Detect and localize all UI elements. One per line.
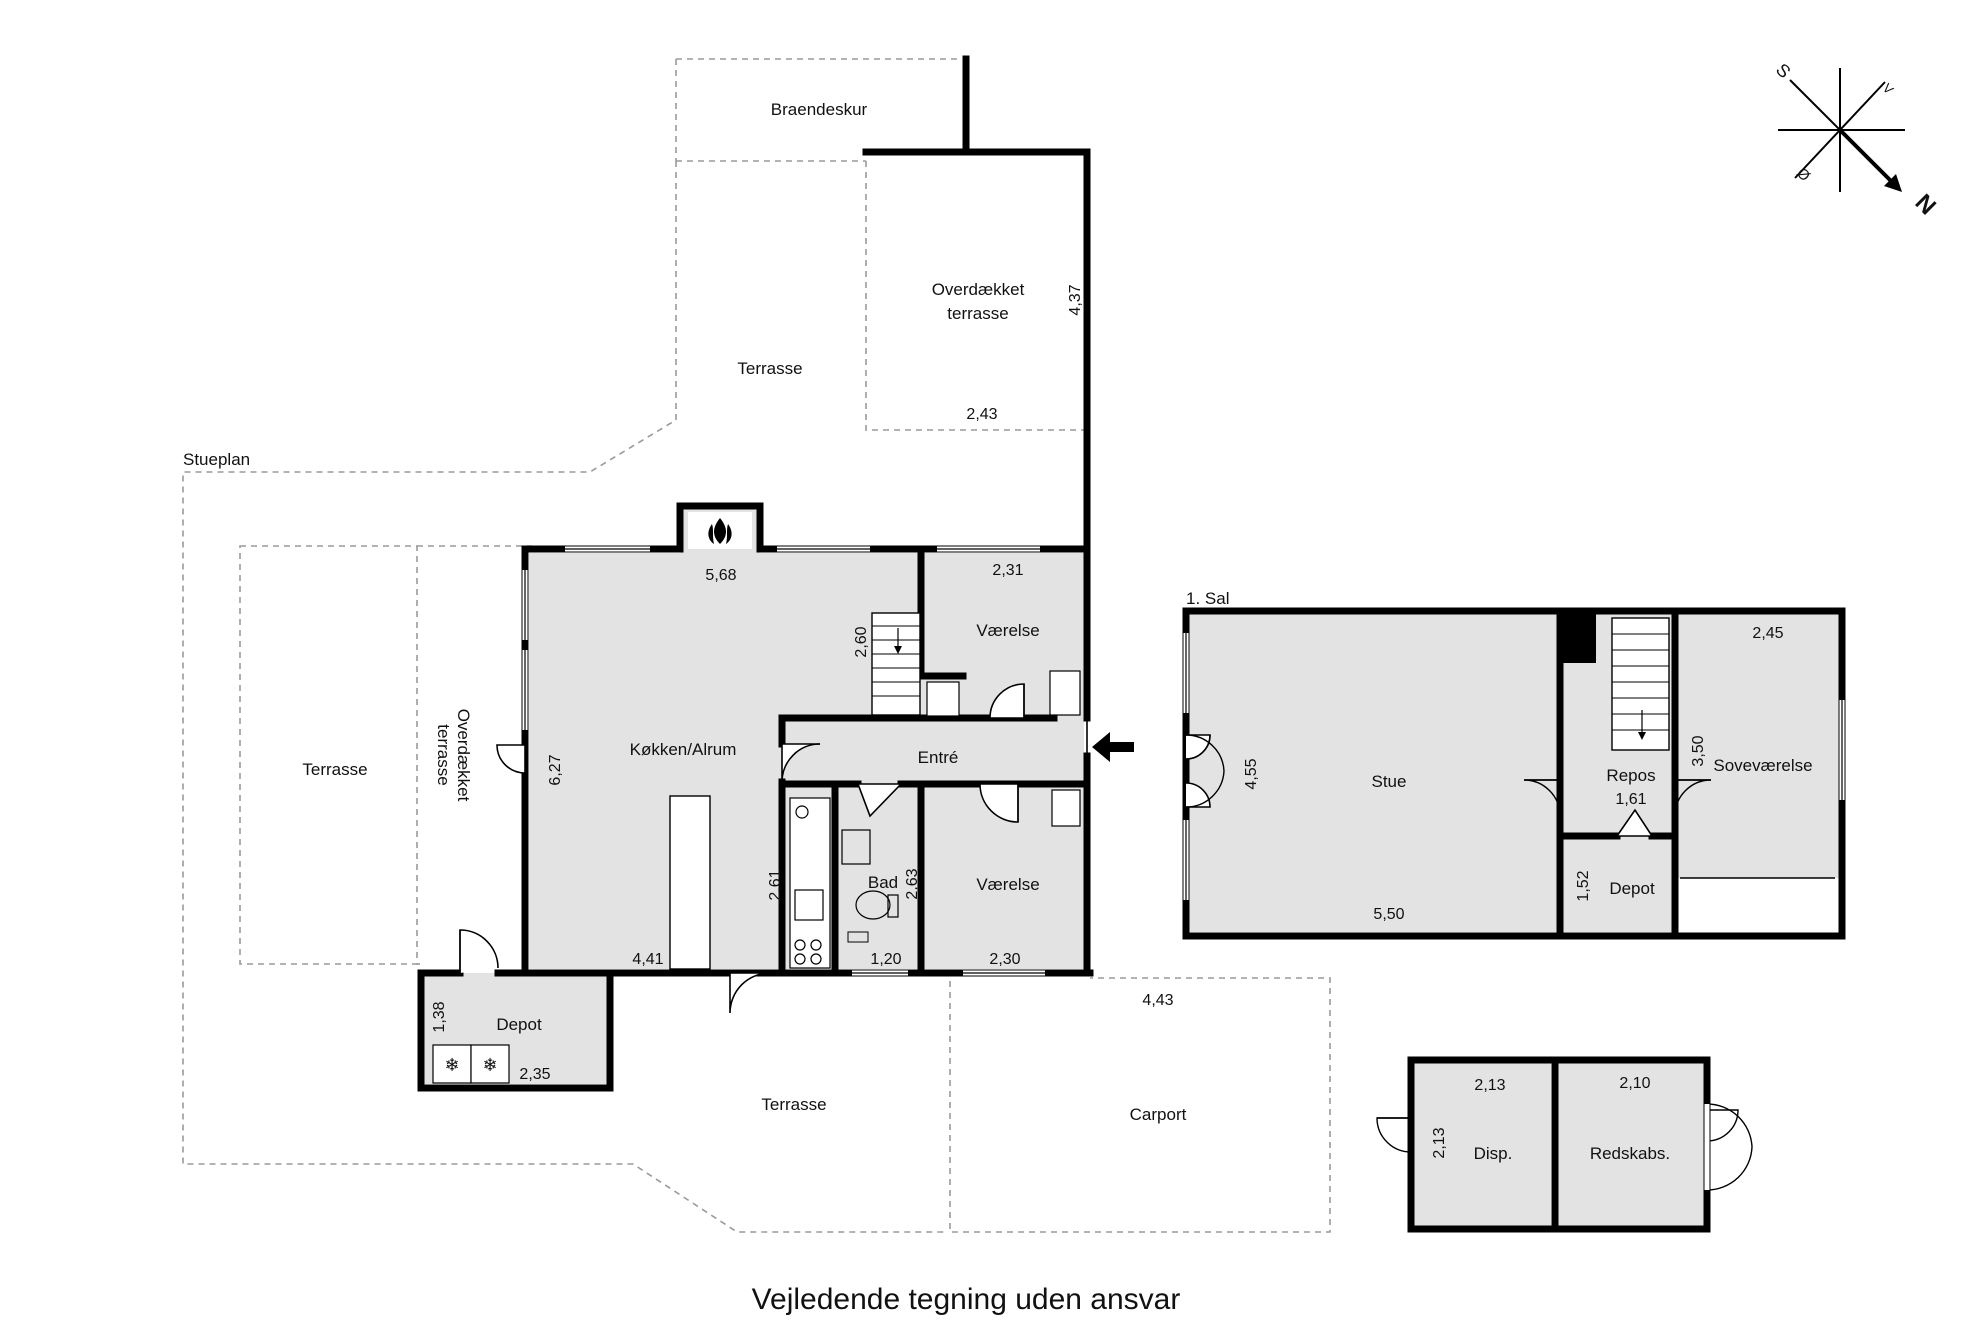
dim-koekken-width-top: 5,68 bbox=[705, 567, 736, 584]
compass-n: N bbox=[1910, 189, 1941, 220]
label-depot-upper: Depot bbox=[1609, 879, 1655, 898]
ground-floor-windows bbox=[522, 546, 1045, 976]
dim-depot-height: 1,38 bbox=[431, 1001, 448, 1032]
label-depot-ground: Depot bbox=[496, 1015, 542, 1034]
upper-floor-doors bbox=[1185, 734, 1712, 837]
label-overdaekket-left-1: Overdækket bbox=[454, 709, 473, 802]
ground-floor-doors bbox=[459, 670, 1088, 1014]
label-entre: Entré bbox=[918, 748, 959, 767]
label-sovevaerelse: Soveværelse bbox=[1713, 756, 1812, 775]
dim-sove-height: 3,50 bbox=[1690, 735, 1707, 766]
dim-redskabs-width: 2,10 bbox=[1619, 1075, 1650, 1092]
compass-e: Ø bbox=[1793, 165, 1814, 186]
dim-depot-width: 2,35 bbox=[519, 1066, 550, 1083]
ground-floor-walls bbox=[417, 55, 1094, 1092]
label-disp: Disp. bbox=[1474, 1144, 1513, 1163]
outdoor-outlines bbox=[182, 58, 1331, 1233]
dim-bath-corridor: 2,61 bbox=[767, 869, 784, 900]
dim-koekken-width-bottom: 4,41 bbox=[632, 951, 663, 968]
dim-stue-width: 5,50 bbox=[1373, 906, 1404, 923]
kitchen-island bbox=[669, 795, 711, 970]
dim-sove-width: 2,45 bbox=[1752, 625, 1783, 642]
room-fills bbox=[421, 506, 1839, 1226]
label-vaerelse-top: Værelse bbox=[976, 621, 1039, 640]
label-terrasse-top: Terrasse bbox=[737, 359, 802, 378]
label-bad: Bad bbox=[868, 873, 898, 892]
label-overdaekket-top-2: terrasse bbox=[947, 304, 1008, 323]
dim-carport-width: 4,43 bbox=[1142, 992, 1173, 1009]
dimension-labels: 4,37 2,43 5,68 6,27 4,41 2,60 2,31 2,61 … bbox=[431, 284, 1784, 1158]
dim-depot-upper-height: 1,52 bbox=[1575, 870, 1592, 901]
dim-overdaekket-width: 2,43 bbox=[966, 406, 997, 423]
disclaimer-caption: Vejledende tegning uden ansvar bbox=[752, 1283, 1181, 1316]
label-terrasse-bottom: Terrasse bbox=[761, 1095, 826, 1114]
dim-bad-width: 1,20 bbox=[870, 951, 901, 968]
label-overdaekket-top-1: Overdækket bbox=[932, 280, 1025, 299]
compass-rose-icon: N S Ø V bbox=[1772, 59, 1941, 220]
label-terrasse-left: Terrasse bbox=[302, 760, 367, 779]
room-labels: Stueplan 1. Sal Braendeskur Overdækket t… bbox=[183, 100, 1813, 1163]
bathroom-fixtures bbox=[841, 829, 899, 943]
shed-walls bbox=[1376, 1056, 1753, 1233]
dim-overdaekket-height: 4,37 bbox=[1067, 284, 1084, 315]
label-redskabs: Redskabs. bbox=[1590, 1144, 1670, 1163]
kitchen-counter bbox=[789, 797, 831, 969]
ground-stairs bbox=[871, 612, 921, 716]
label-overdaekket-left-2: terrasse bbox=[434, 724, 453, 785]
entrance-arrow-icon bbox=[1092, 732, 1134, 762]
dim-stair-ground: 2,60 bbox=[853, 626, 870, 657]
floor-label-upper: 1. Sal bbox=[1186, 589, 1229, 608]
dim-vaerelse-bottom-width: 2,30 bbox=[989, 951, 1020, 968]
dim-disp-width: 2,13 bbox=[1474, 1077, 1505, 1094]
compass-s: S bbox=[1772, 59, 1795, 82]
label-koekken: Køkken/Alrum bbox=[630, 740, 737, 759]
dim-repos-width: 1,61 bbox=[1615, 791, 1646, 808]
label-vaerelse-bottom: Værelse bbox=[976, 875, 1039, 894]
compass-w: V bbox=[1880, 80, 1897, 97]
svg-text:❄: ❄ bbox=[482, 1055, 497, 1075]
svg-text:❄: ❄ bbox=[444, 1055, 459, 1075]
fireplace-icon bbox=[688, 512, 752, 549]
upper-floor-windows bbox=[1183, 633, 1845, 900]
floor-label-ground: Stueplan bbox=[183, 450, 250, 469]
label-repos: Repos bbox=[1606, 766, 1655, 785]
label-stue: Stue bbox=[1372, 772, 1407, 791]
dim-koekken-height: 6,27 bbox=[547, 754, 564, 785]
upper-stairs bbox=[1611, 617, 1670, 751]
dim-bad-height: 2,63 bbox=[904, 868, 921, 899]
dim-disp-height: 2,13 bbox=[1431, 1127, 1448, 1158]
dim-stue-height: 4,55 bbox=[1243, 758, 1260, 789]
label-carport: Carport bbox=[1130, 1105, 1187, 1124]
freezer-icon: ❄ ❄ bbox=[432, 1044, 510, 1084]
label-braendeskur: Braendeskur bbox=[771, 100, 868, 119]
dim-vaerelse-top-width: 2,31 bbox=[992, 562, 1023, 579]
